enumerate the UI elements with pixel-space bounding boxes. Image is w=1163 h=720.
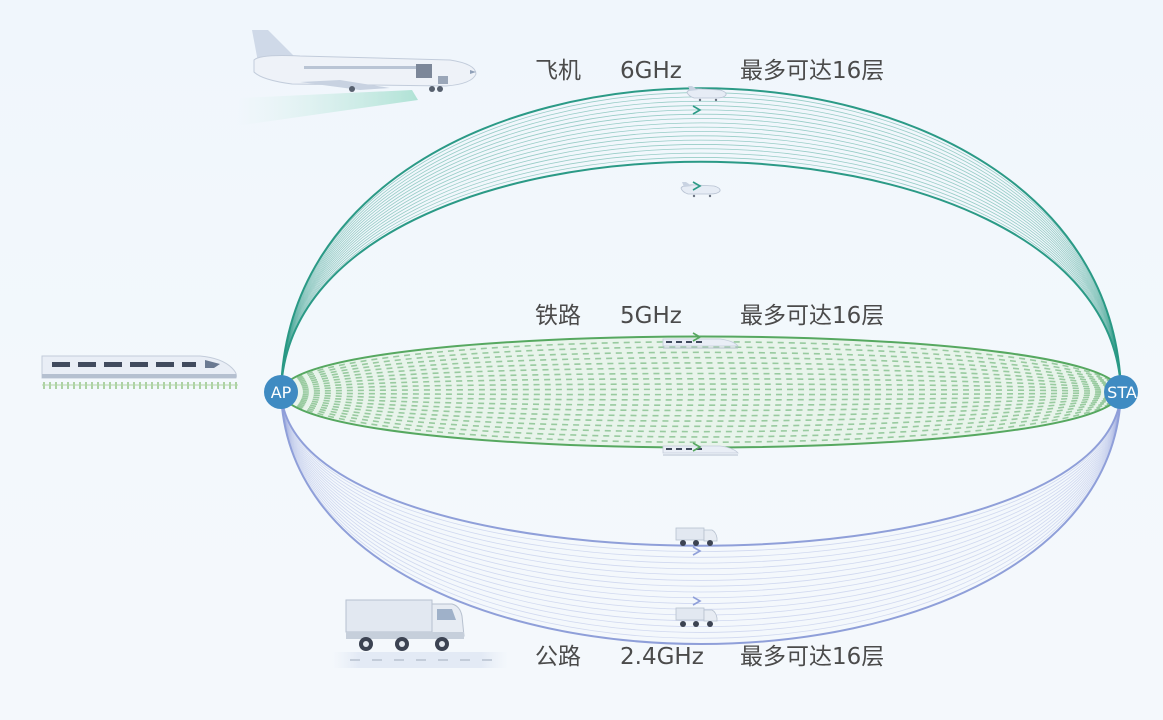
airplane-icon <box>680 182 721 198</box>
ap-node: AP <box>264 375 298 409</box>
band-fill-5ghz <box>281 336 1121 448</box>
band-mode: 铁路 <box>535 303 581 329</box>
band-arcs <box>280 87 1122 645</box>
band-frequency: 2.4GHz <box>620 644 704 670</box>
band-capacity: 最多可达16层 <box>740 644 884 670</box>
band-mode: 公路 <box>535 644 581 670</box>
train-icon <box>41 355 238 389</box>
band-capacity: 最多可达16层 <box>740 58 884 84</box>
arc-6ghz <box>280 87 1122 393</box>
truck-icon <box>675 527 718 546</box>
arrow-icon <box>692 442 702 452</box>
truck-icon <box>675 607 718 627</box>
arrow-icon <box>692 105 702 115</box>
airplane-icon <box>686 86 727 102</box>
arrow-icon <box>692 332 702 342</box>
arrow-icon <box>692 546 702 556</box>
ap-label: AP <box>271 383 292 402</box>
arc-2-4ghz <box>280 391 1122 645</box>
band-label-2-4ghz: 公路 2.4GHz 最多可达16层 <box>535 644 884 670</box>
direction-arrows <box>692 105 702 606</box>
band-label-5ghz: 铁路 5GHz 最多可达16层 <box>535 303 884 329</box>
sta-node: STA <box>1104 375 1138 409</box>
train-rails <box>42 382 238 389</box>
train-icon <box>662 338 739 349</box>
sta-label: STA <box>1107 383 1137 402</box>
arrow-icon <box>692 181 702 191</box>
band-mode: 飞机 <box>535 58 581 84</box>
band-frequency: 5GHz <box>620 303 682 329</box>
airplane-icon <box>236 30 477 126</box>
train-icon <box>662 445 739 456</box>
band-frequency: 6GHz <box>620 58 682 84</box>
truck-icon <box>332 599 508 668</box>
band-label-6ghz: 飞机 6GHz 最多可达16层 <box>535 58 884 84</box>
band-capacity: 最多可达16层 <box>740 303 884 329</box>
road-dashes <box>350 659 492 661</box>
arrow-icon <box>692 596 702 606</box>
